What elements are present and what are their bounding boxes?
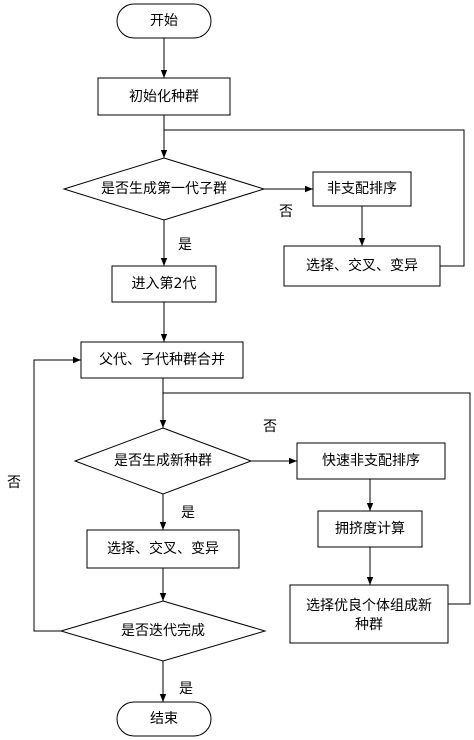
crowding-distance-node: 拥挤度计算 [317,510,423,548]
edge-label-iter-no: 否 [7,475,21,491]
svg-text:是否迭代完成: 是否迭代完成 [121,623,205,639]
edge-label-iter-yes: 是 [179,681,193,697]
edge-label-new-pop-yes: 是 [181,505,195,521]
svg-text:是否生成第一代子群: 是否生成第一代子群 [101,180,227,197]
svg-text:非支配排序: 非支配排序 [327,181,397,197]
edge-decision3-no [33,356,81,632]
start-node: 开始 [116,3,212,39]
edge-label-first-gen-yes: 是 [178,237,192,253]
new-population-decision: 是否生成新种群 [73,427,253,495]
select-cross-mutate-node-1: 选择、交叉、变异 [283,245,441,287]
svg-text:是否生成新种群: 是否生成新种群 [114,453,212,469]
nondominated-sort-node: 非支配排序 [312,171,412,207]
svg-text:结束: 结束 [150,711,178,727]
first-generation-decision: 是否生成第一代子群 [62,157,266,221]
svg-text:初始化种群: 初始化种群 [129,88,199,105]
svg-text:开始: 开始 [150,13,178,29]
edge-label-new-pop-no: 否 [263,419,277,435]
svg-text:选择优良个体组成新: 选择优良个体组成新 [306,598,432,614]
edge-select1-loopback [164,129,465,267]
fast-nondominated-sort-node: 快速非支配排序 [296,442,446,480]
edge-elite-loopback [163,392,471,605]
svg-text:种群: 种群 [355,617,383,633]
svg-text:进入第2代: 进入第2代 [132,275,197,292]
init-population-node: 初始化种群 [97,77,231,116]
select-cross-mutate-node-2: 选择、交叉、变异 [86,529,240,569]
svg-text:选择、交叉、变异: 选择、交叉、变异 [306,257,418,274]
merge-populations-node: 父代、子代种群合并 [80,341,244,379]
enter-generation-2-node: 进入第2代 [111,265,217,303]
svg-text:快速非支配排序: 快速非支配排序 [322,453,420,469]
end-node: 结束 [116,701,212,737]
edge-label-first-gen-no: 否 [279,204,293,220]
select-elite-node: 选择优良个体组成新 种群 [289,584,449,644]
iteration-done-decision: 是否迭代完成 [59,600,267,662]
svg-text:拥挤度计算: 拥挤度计算 [335,521,405,537]
svg-text:选择、交叉、变异: 选择、交叉、变异 [107,540,219,557]
svg-text:父代、子代种群合并: 父代、子代种群合并 [99,352,225,368]
